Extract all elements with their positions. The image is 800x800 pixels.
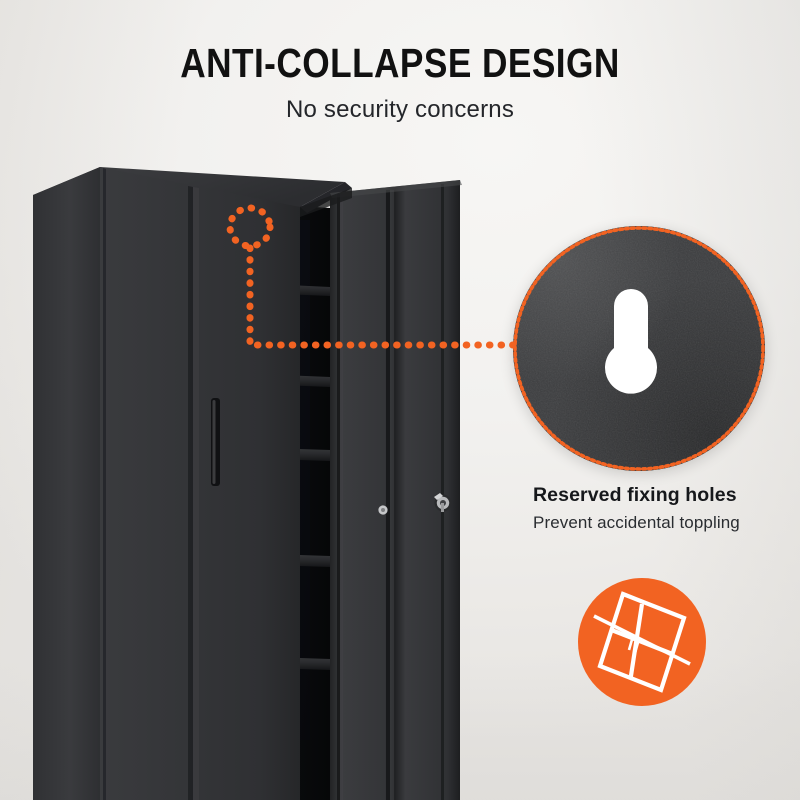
magnified-keyhole-shape xyxy=(605,289,657,394)
tilted-grid-panel-icon xyxy=(593,591,691,693)
cabinet-handle[interactable] xyxy=(211,398,220,486)
feature-caption-subtitle: Prevent accidental toppling xyxy=(533,513,740,532)
open-door-top-cap xyxy=(330,180,462,198)
page-subtitle: No security concerns xyxy=(285,96,515,123)
cabinet-right-door-open[interactable] xyxy=(330,180,460,800)
cabinet-lock[interactable] xyxy=(434,493,452,512)
product-cabinet-image xyxy=(33,167,462,800)
door-seam xyxy=(103,168,106,800)
door-edge-shadow xyxy=(188,186,193,800)
door-edge-highlight xyxy=(193,187,199,800)
zoom-detail-circle xyxy=(513,226,765,471)
cabinet-left-side-panel xyxy=(33,167,100,800)
page-title: ANTI-COLLAPSE DESIGN xyxy=(180,40,620,86)
cabinet-left-door[interactable] xyxy=(100,167,300,800)
cabinet-top-lip xyxy=(300,188,352,217)
feature-caption-title: Reserved fixing holes xyxy=(533,484,737,506)
door-panel-ridges xyxy=(337,184,444,800)
door-rivet-center xyxy=(381,508,385,512)
